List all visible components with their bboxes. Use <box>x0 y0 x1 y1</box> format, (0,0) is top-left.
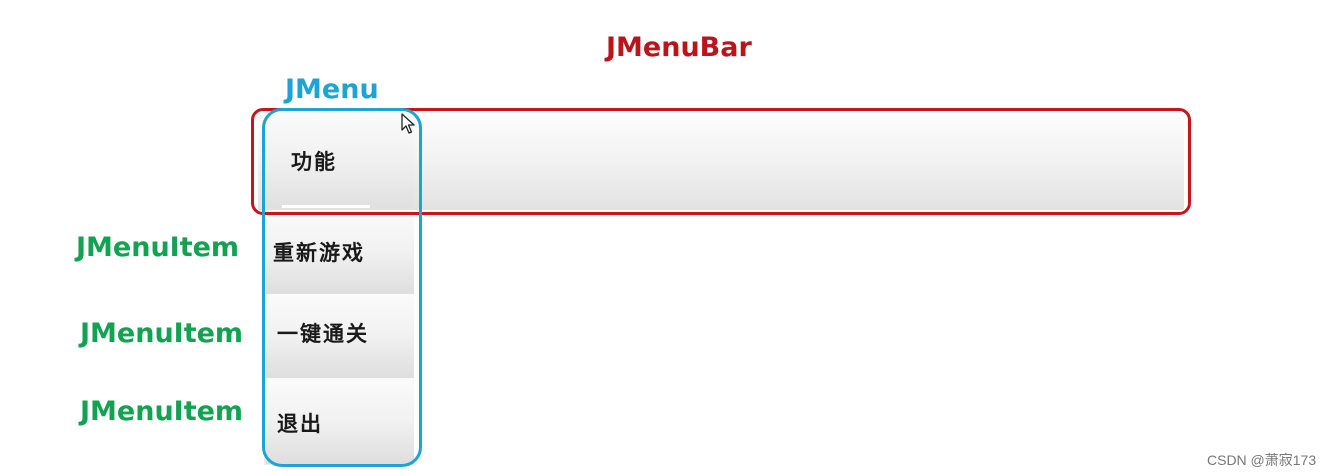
menu-item-restart-label: 重新游戏 <box>273 241 365 265</box>
menu-underline <box>282 205 370 208</box>
menubar-highlight-box <box>251 108 1191 215</box>
jmenubar-annotation: JMenuBar <box>606 32 752 63</box>
menu-item-one-click-pass[interactable] <box>266 294 414 378</box>
watermark: CSDN @萧寂173 <box>1207 452 1317 468</box>
menu-function-label: 功能 <box>291 150 337 174</box>
jmenu-annotation: JMenu <box>285 74 379 105</box>
menu-item-one-click-pass-label: 一键通关 <box>277 322 369 346</box>
menu-item-exit-label: 退出 <box>277 412 323 436</box>
jmenuitem-annotation-1: JMenuItem <box>76 232 240 263</box>
menu-highlight-box <box>262 108 422 467</box>
menu-item-exit[interactable] <box>266 378 414 464</box>
jmenuitem-annotation-2: JMenuItem <box>80 318 244 349</box>
menu-function[interactable] <box>264 116 414 208</box>
menu-item-restart[interactable] <box>266 210 414 294</box>
jmenuitem-annotation-3: JMenuItem <box>80 396 244 427</box>
